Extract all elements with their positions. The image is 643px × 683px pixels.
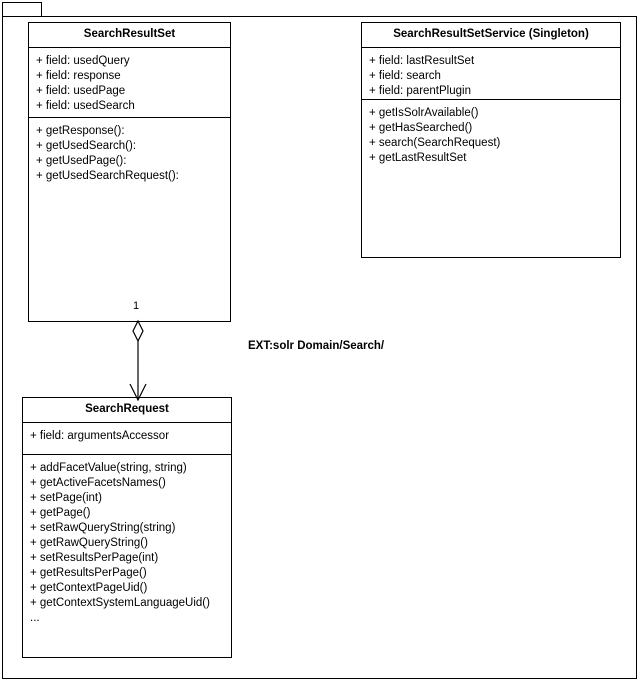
class-attribute: + field: lastResultSet [369,55,475,67]
class-attribute: + field: response [36,70,121,82]
aggregation-diamond-icon [132,319,144,343]
class-operation: + getIsSolrAvailable() [369,107,479,119]
class-operation: + getResponse(): [36,125,125,137]
class-operations-compartment: + getResponse(): + getUsedSearch(): + ge… [29,118,230,321]
class-attribute: + field: parentPlugin [369,85,471,97]
class-title: SearchRequest [23,398,231,423]
class-operation: + getContextSystemLanguageUid() [30,597,210,609]
association-source-multiplicity: 1 [132,300,140,312]
class-operation: + search(SearchRequest) [369,137,501,149]
class-attributes-compartment: + field: usedQuery + field: response + f… [29,48,230,118]
class-title: SearchResultSet [29,23,230,48]
class-operation: + getResultsPerPage() [30,567,147,579]
uml-class-searchresultset[interactable]: SearchResultSet + field: usedQuery + fie… [28,22,231,322]
arrowhead-icon [129,383,147,401]
class-operation: + getContextPageUid() [30,582,148,594]
class-operations-compartment: + getIsSolrAvailable() + getHasSearched(… [362,100,620,257]
class-operation: + getPage() [30,507,91,519]
class-operation: + setResultsPerPage(int) [30,552,159,564]
diagram-note-label: EXT:solr Domain/Search/ [248,340,385,352]
class-operation: + getUsedSearch(): [36,140,137,152]
class-title: SearchResultSetService (Singleton) [362,23,620,48]
package-frame-tab [2,2,42,17]
class-operation: + setPage(int) [30,492,102,504]
uml-class-searchresultsetservice[interactable]: SearchResultSetService (Singleton) + fie… [361,22,621,258]
class-operation: + setRawQueryString(string) [30,522,176,534]
class-attributes-compartment: + field: argumentsAccessor [23,423,231,455]
class-attribute: + field: search [369,70,441,82]
class-operation: + getActiveFacetsNames() [30,477,166,489]
class-operation: + getLastResultSet [369,152,467,164]
class-operation: + addFacetValue(string, string) [30,462,187,474]
class-operation-ellipsis: ... [30,612,40,624]
class-operation: + getHasSearched() [369,122,473,134]
class-attribute: + field: argumentsAccessor [30,430,170,442]
class-attribute: + field: usedSearch [36,100,135,112]
class-attributes-compartment: + field: lastResultSet + field: search +… [362,48,620,100]
class-operation: + getUsedPage(): [36,155,127,167]
class-operation: + getUsedSearchRequest(): [36,170,179,182]
class-operation: + getRawQueryString() [30,537,148,549]
aggregation-connector[interactable] [116,318,160,401]
class-attribute: + field: usedQuery [36,55,130,67]
class-attribute: + field: usedPage [36,85,126,97]
uml-class-searchrequest[interactable]: SearchRequest + field: argumentsAccessor… [22,397,232,658]
class-operations-compartment: + addFacetValue(string, string) + getAct… [23,455,231,657]
